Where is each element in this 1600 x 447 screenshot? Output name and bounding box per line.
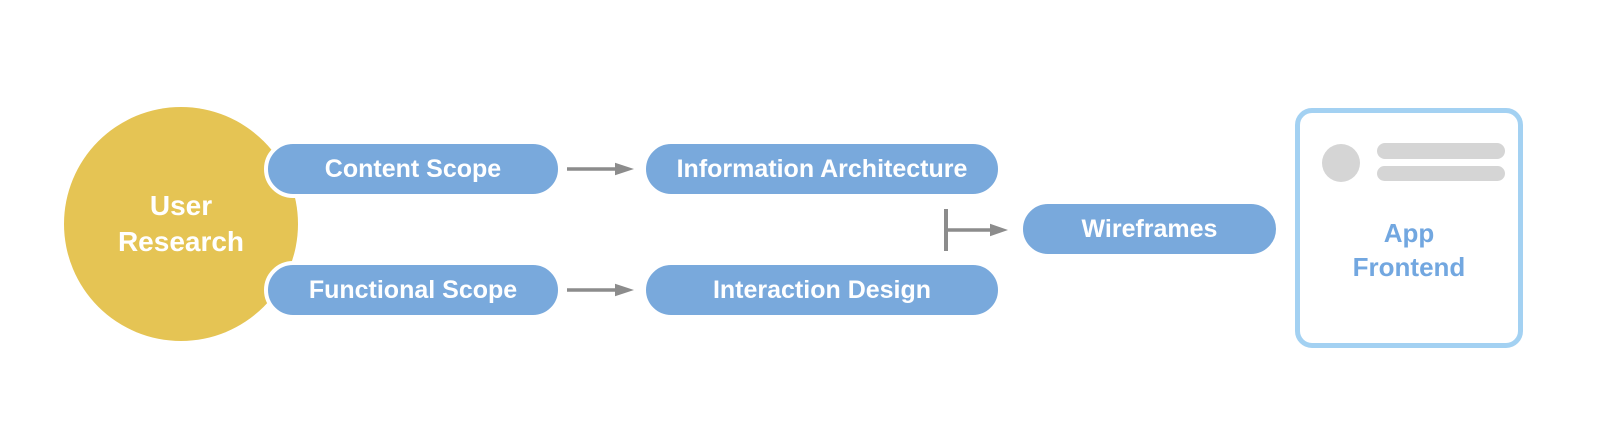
node-wireframes: Wireframes: [1019, 200, 1280, 258]
avatar-placeholder-icon: [1322, 144, 1360, 182]
text-line-placeholder-icon: [1377, 143, 1505, 159]
node-functional-scope-label: Functional Scope: [308, 275, 518, 304]
merge-arrow-to-wireframes: [944, 209, 1008, 251]
node-information-architecture-label: Information Architecture: [676, 154, 968, 183]
arrow-functional-scope-to-interaction-design: [567, 283, 634, 297]
node-information-architecture: Information Architecture: [642, 140, 1002, 198]
node-app-frontend-label: App Frontend: [1300, 216, 1518, 284]
user-research-line1: User: [149, 190, 213, 221]
node-user-research: User Research: [64, 107, 298, 341]
user-research-line2: Research: [117, 226, 245, 257]
node-interaction-design-label: Interaction Design: [712, 275, 932, 304]
app-frontend-line2: Frontend: [1352, 252, 1466, 282]
wireframe-text-placeholders: [1377, 143, 1505, 181]
node-user-research-label: User Research: [118, 188, 244, 260]
text-line-placeholder-icon: [1377, 166, 1505, 181]
node-app-frontend: App Frontend: [1295, 108, 1523, 348]
node-content-scope: Content Scope: [264, 140, 562, 198]
node-content-scope-label: Content Scope: [324, 154, 502, 183]
node-functional-scope: Functional Scope: [264, 261, 562, 319]
arrow-content-scope-to-information-architecture: [567, 162, 634, 176]
node-interaction-design: Interaction Design: [642, 261, 1002, 319]
app-frontend-line1: App: [1383, 218, 1435, 248]
node-wireframes-label: Wireframes: [1081, 214, 1218, 243]
